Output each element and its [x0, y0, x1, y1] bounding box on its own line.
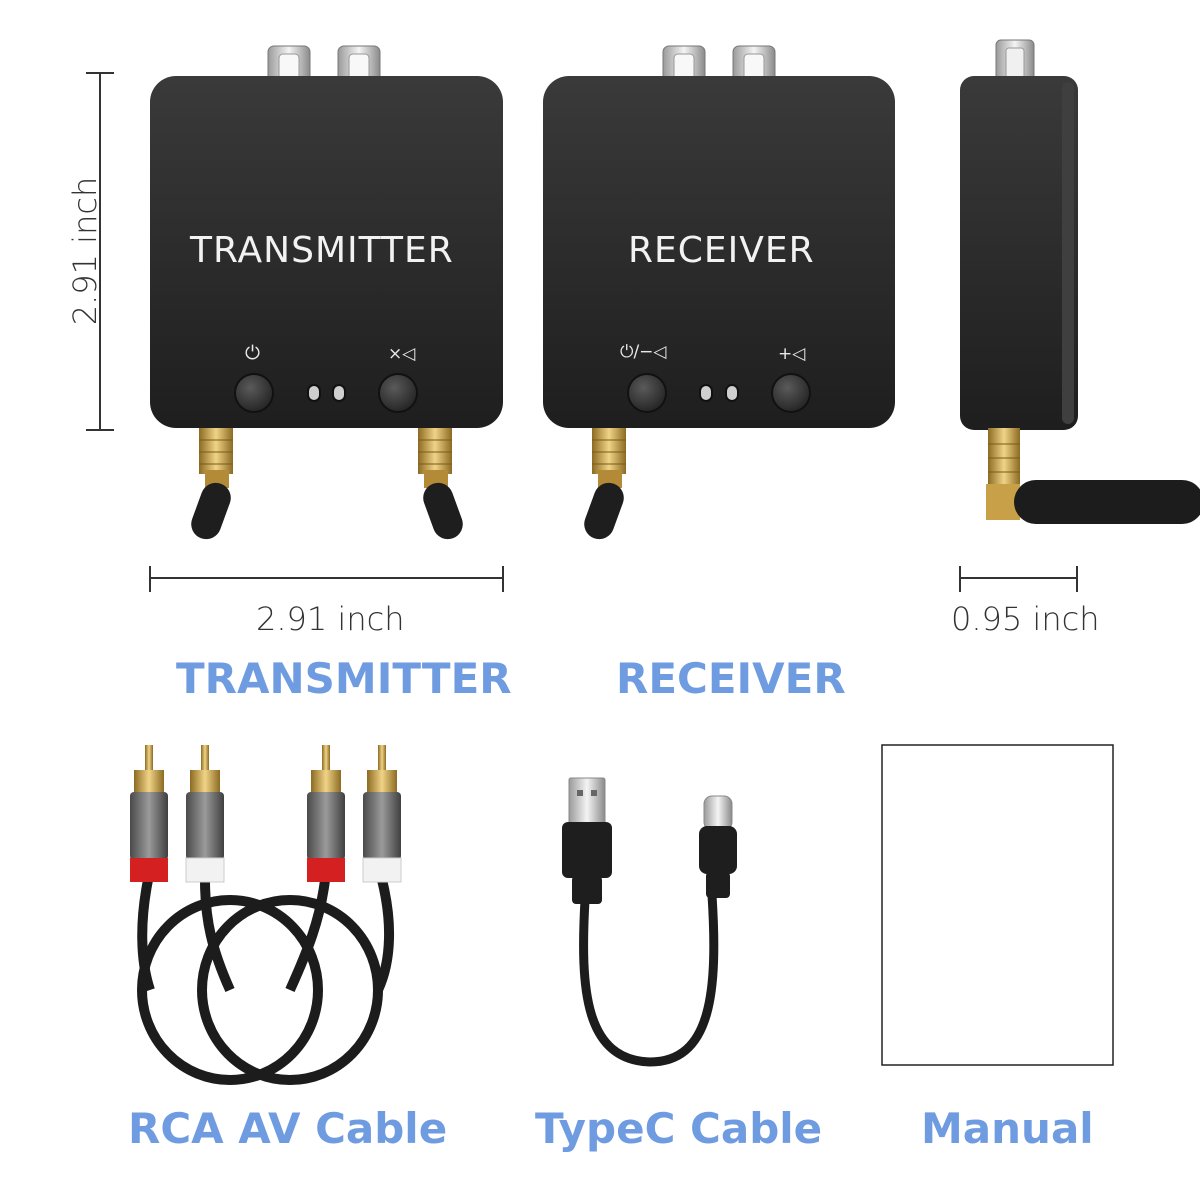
receiver-caption: RECEIVER: [616, 654, 846, 703]
rca-jack-right: [337, 45, 381, 83]
antenna-left: [191, 428, 233, 540]
mute-speaker-icon: ×◁: [388, 344, 416, 364]
transmitter-device: [150, 45, 503, 540]
receiver-device: [543, 45, 895, 540]
receiver-face-label: RECEIVER: [628, 230, 815, 271]
transmitter-caption: TRANSMITTER: [176, 654, 512, 703]
manual-sheet: [881, 744, 1114, 1066]
depth-dimension-line: [959, 566, 1078, 592]
rca-plug-red-1: [130, 745, 168, 882]
side-view-device: [960, 39, 1200, 524]
rca-av-cable: [130, 745, 402, 1085]
receiver-body: [543, 76, 895, 428]
transmitter-led-2: [334, 386, 344, 400]
receiver-volume-up-button[interactable]: [773, 375, 809, 411]
manual-caption: Manual: [921, 1104, 1094, 1153]
rca-cable-caption: RCA AV Cable: [128, 1104, 448, 1153]
width-dimension-label: 2.91 inch: [256, 600, 405, 638]
receiver-led-1: [701, 386, 711, 400]
rca-plug-red-2: [307, 745, 345, 882]
receiver-led-2: [727, 386, 737, 400]
height-dimension-line: [86, 72, 114, 431]
rca-jack-right: [732, 45, 776, 83]
rca-plug-white-2: [362, 745, 402, 883]
power-volume-down-icon: ⏻/−◁: [620, 342, 667, 362]
transmitter-body: [150, 76, 503, 428]
typec-cable-caption: TypeC Cable: [535, 1104, 823, 1153]
transmitter-face-label: TRANSMITTER: [190, 230, 454, 271]
antenna-left: [584, 428, 626, 540]
height-dimension-label: 2.91 inch: [66, 176, 104, 326]
rca-jack-left: [267, 45, 311, 83]
volume-up-icon: +◁: [778, 344, 806, 364]
transmitter-mute-button[interactable]: [380, 375, 416, 411]
antenna-right: [418, 428, 463, 540]
usb-c-plug: [699, 795, 737, 898]
typec-cable: [562, 777, 737, 1067]
power-icon: ⏻: [245, 342, 261, 364]
transmitter-led-1: [309, 386, 319, 400]
rca-plug-white-1: [185, 745, 225, 883]
width-dimension-line: [149, 566, 504, 592]
usb-a-plug: [562, 777, 612, 904]
depth-dimension-label: 0.95 inch: [951, 600, 1100, 638]
rca-jack-left: [662, 45, 706, 83]
receiver-power-volume-down-button[interactable]: [629, 375, 665, 411]
transmitter-power-button[interactable]: [236, 375, 272, 411]
